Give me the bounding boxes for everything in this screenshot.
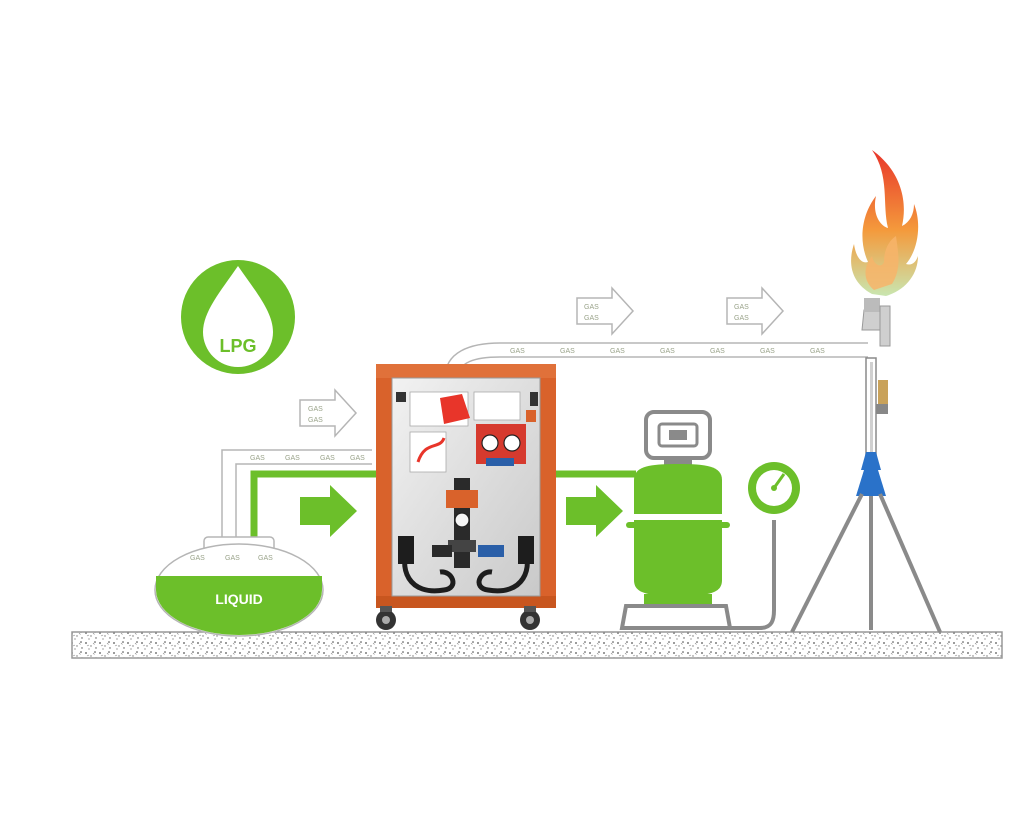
flame-icon bbox=[851, 150, 919, 296]
machine-gauge-left[interactable] bbox=[481, 434, 499, 452]
liquid-arrow-icon bbox=[300, 485, 357, 537]
svg-text:GAS: GAS bbox=[760, 348, 775, 355]
svg-text:GAS: GAS bbox=[250, 455, 265, 462]
gas-arrow-icon: GAS GAS bbox=[299, 388, 358, 438]
liquid-tank-label: LIQUID bbox=[215, 591, 262, 607]
svg-text:GAS: GAS bbox=[710, 348, 725, 355]
svg-text:GAS: GAS bbox=[510, 348, 525, 355]
svg-text:GAS: GAS bbox=[308, 406, 323, 413]
gas-arrow-icon: GAS GAS bbox=[726, 286, 785, 336]
gas-pipe-inlet-text: GAS GAS GAS GAS bbox=[250, 455, 365, 462]
svg-text:GAS: GAS bbox=[225, 555, 240, 562]
svg-text:GAS: GAS bbox=[734, 315, 749, 322]
svg-text:GAS: GAS bbox=[285, 455, 300, 462]
gas-arrow-icon: GAS GAS bbox=[576, 286, 635, 336]
svg-text:GAS: GAS bbox=[660, 348, 675, 355]
svg-text:GAS: GAS bbox=[320, 455, 335, 462]
machine-gauge-right[interactable] bbox=[503, 434, 521, 452]
gas-cylinder-icon bbox=[619, 410, 733, 630]
svg-text:GAS: GAS bbox=[190, 555, 205, 562]
svg-text:GAS: GAS bbox=[560, 348, 575, 355]
lpg-badge-text: LPG bbox=[219, 336, 256, 356]
liquid-pipe-inlet bbox=[250, 470, 380, 545]
transfer-machine bbox=[376, 364, 556, 630]
svg-text:GAS: GAS bbox=[584, 304, 599, 311]
svg-text:GAS: GAS bbox=[810, 348, 825, 355]
gas-pipe-inlet bbox=[221, 449, 372, 545]
svg-text:GAS: GAS bbox=[584, 315, 599, 322]
lpg-badge: LPG bbox=[181, 260, 295, 374]
svg-text:GAS: GAS bbox=[308, 417, 323, 424]
lpg-drop-icon bbox=[203, 266, 273, 367]
gas-pipe-outlet-text: GAS GAS GAS GAS GAS GAS GAS bbox=[510, 348, 825, 355]
liquid-arrow-icon bbox=[566, 485, 623, 537]
tripod-stand-icon bbox=[790, 298, 942, 633]
svg-text:GAS: GAS bbox=[734, 304, 749, 311]
svg-text:GAS: GAS bbox=[610, 348, 625, 355]
pressure-gauge-icon bbox=[730, 462, 800, 630]
liquid-tank: GAS GAS GAS LIQUID bbox=[154, 536, 324, 637]
ground-strip bbox=[71, 631, 1003, 659]
svg-text:GAS: GAS bbox=[258, 555, 273, 562]
svg-text:GAS: GAS bbox=[350, 455, 365, 462]
